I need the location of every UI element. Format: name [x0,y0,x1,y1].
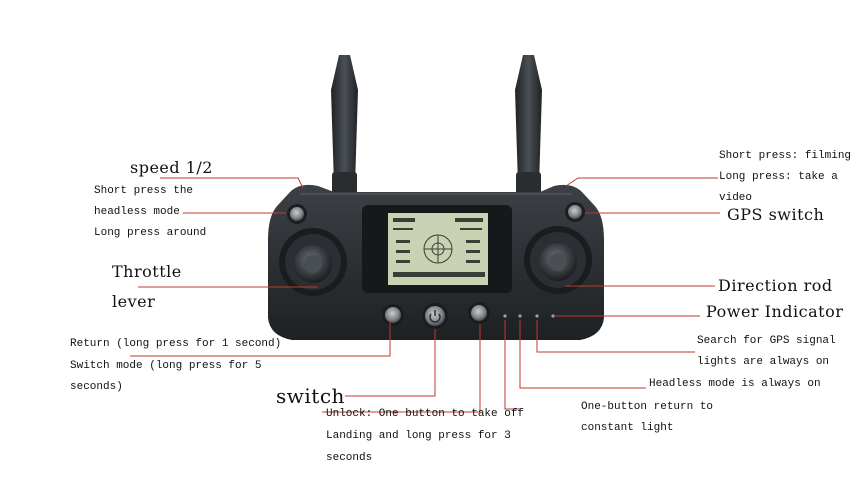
throttle-stick[interactable] [279,228,347,296]
headless-label-line2: headless mode [94,206,180,218]
speed-headless-button[interactable] [287,204,307,224]
headless-label-line1: Short press the [94,185,194,197]
gps-switch-label: GPS switch [727,205,825,224]
return-label-line3: seconds) [70,381,123,393]
filming-label-line1: Short press: filming [719,150,852,162]
gps-signal-label-line1: Search for GPS signal [697,335,836,347]
one-button-return-label-line2: constant light [581,422,674,434]
throttle-label-line2: lever [112,292,156,311]
direction-rod-label: Direction rod [718,276,833,295]
switch-label: switch [276,384,345,408]
leader-lines [130,177,720,413]
filming-label-line3: video [719,192,753,204]
indicator-lights [503,314,555,318]
speed-label: speed 1/2 [130,158,213,177]
one-button-return-label-line1: One-button return to [581,401,714,413]
return-label-line1: Return (long press for 1 second) [70,338,282,350]
direction-stick[interactable] [524,226,592,294]
return-label-line2: Switch mode (long press for 5 [70,360,262,372]
headless-label-line3: Long press around [94,227,207,239]
unlock-label-line3: seconds [326,452,373,464]
headless-always-on-label: Headless mode is always on [649,378,821,390]
throttle-label-line1: Throttle [112,262,182,281]
gps-button[interactable] [565,202,585,222]
unlock-takeoff-button[interactable] [468,302,490,324]
power-indicator-label: Power Indicator [706,302,844,321]
unlock-label-line2: Landing and long press for 3 [326,430,511,442]
right-antenna [515,55,542,194]
power-switch-button[interactable] [422,303,448,329]
unlock-label-line1: Unlock: One button to take off [326,408,525,420]
return-mode-button[interactable] [382,304,404,326]
lcd-screen [362,205,512,293]
gps-signal-label-line2: lights are always on [697,356,830,368]
left-antenna [331,55,358,194]
filming-label-line2: Long press: take a [719,171,838,183]
